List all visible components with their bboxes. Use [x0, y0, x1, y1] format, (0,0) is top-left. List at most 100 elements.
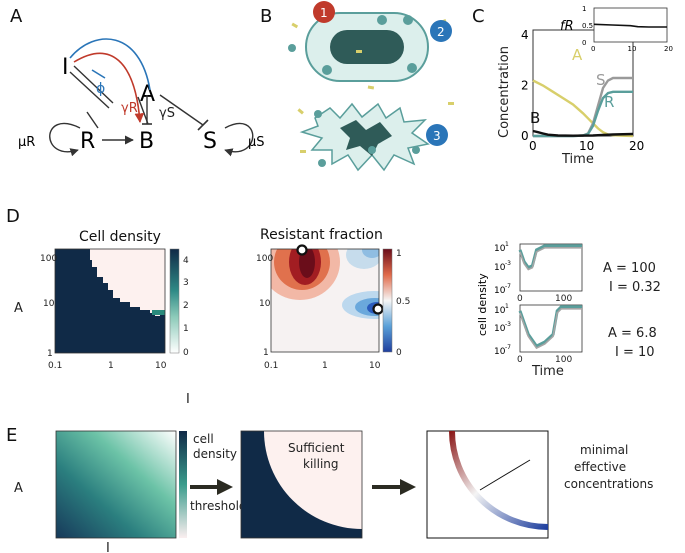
e-threshold-frame: [240, 430, 363, 539]
label-gamma-s: γS: [159, 106, 175, 121]
hm1-xtick-01: 0.1: [48, 361, 62, 371]
chart-c-xlabel: Time: [561, 152, 594, 167]
threshold-label: threshold: [190, 499, 247, 513]
e-heatmap: [56, 431, 176, 538]
node-S: S: [203, 129, 217, 154]
edge-i-r-1: [73, 65, 114, 104]
label-mu-s: μS: [248, 135, 265, 150]
node-I: I: [62, 55, 69, 80]
ts2-ytick-exp-1: 1: [505, 303, 509, 310]
loop-s: [224, 122, 254, 157]
node-R: R: [80, 129, 95, 154]
hm2-ytick-100: 100: [256, 254, 273, 264]
panel-d: D Cell density Resistant fraction 100 10…: [6, 206, 661, 407]
heatmap-2-field: [271, 249, 379, 352]
label-phi: ϕ: [96, 81, 105, 97]
panel-label-b: B: [260, 6, 272, 27]
edge-i-r-2: [69, 71, 110, 109]
heatmap-ylabel: A: [14, 301, 23, 316]
inset-ytick: 1: [582, 5, 586, 13]
loop-r: [49, 122, 81, 157]
edge-i-b-red: [73, 52, 145, 123]
e-cbar-label-1: cell: [193, 432, 214, 446]
chart-c-ylabel: Concentration: [497, 46, 512, 138]
mec-pointer: [479, 459, 531, 491]
ts-line-sensitive: [519, 307, 582, 350]
heatmap-2-title: Resistant fraction: [260, 227, 383, 243]
cb2-tick-05: 0.5: [396, 297, 410, 307]
series-label-s: S: [596, 71, 606, 89]
badge-3-text: 3: [433, 129, 441, 143]
badge-2-text: 2: [437, 25, 445, 39]
enzyme-icon: [288, 44, 296, 52]
series-line-b: [532, 129, 634, 137]
ts2-annotation-a: A = 6.8: [608, 326, 657, 341]
e-threshold-map: [241, 431, 362, 538]
panel-label-e: E: [6, 425, 17, 446]
ts1-ytick-exp-3: -7: [505, 283, 511, 290]
chart-c-ytick: 2: [521, 79, 529, 93]
hm1-xtick-10: 10: [155, 361, 167, 371]
enzyme-icon: [412, 146, 420, 154]
e-mec-frame: [426, 430, 549, 539]
hm1-ytick-1: 1: [47, 349, 53, 359]
hm2-ytick-1: 1: [263, 348, 269, 358]
edge-a-s: [159, 94, 204, 126]
mec-label-3: concentrations: [564, 477, 653, 491]
inset-xtick: 10: [628, 45, 637, 53]
enzyme-icon: [322, 65, 332, 75]
heatmap-2-frame: [270, 248, 380, 353]
hm2-xtick-1: 1: [322, 361, 328, 371]
ts-ylabel: cell density: [476, 273, 489, 336]
e-cbar-label-2: density: [193, 447, 237, 461]
ts2-xtick-100: 100: [555, 355, 572, 365]
edge-r-stub: [86, 111, 99, 129]
badge-2: [430, 20, 452, 42]
cb1-tick-4: 4: [183, 256, 189, 266]
ts-xlabel: Time: [531, 364, 564, 379]
ts2-annotation-i: I = 10: [615, 345, 655, 360]
ts1-xtick-0: 0: [517, 294, 523, 304]
ts2-ytick-exp-2: -3: [505, 321, 511, 328]
inset-xtick: 20: [664, 45, 673, 53]
cb2-tick-1: 1: [396, 249, 402, 259]
enzyme-icon: [403, 15, 413, 25]
ts2-ytick-exp-3: -7: [505, 344, 511, 351]
marker-a100-i032[interactable]: [296, 244, 308, 256]
mec-label-1: minimal: [580, 443, 628, 457]
heatmap-1-killed-region: [90, 249, 165, 316]
ts1-ytick-exp-2: -3: [505, 260, 511, 267]
marker-a68-i10[interactable]: [372, 303, 384, 315]
panel-label-d: D: [6, 206, 20, 227]
ts1-annotation-a: A = 100: [603, 261, 656, 276]
series-line-s: [533, 76, 633, 138]
inset-series-line: [593, 23, 667, 28]
ts1-ytick-base-2: 10: [494, 263, 506, 273]
e-xlabel: I: [106, 541, 110, 553]
series-label-b: B: [530, 109, 540, 127]
e-ylabel: A: [14, 481, 23, 496]
node-A: A: [140, 82, 155, 107]
heatmap-1-boundary-cell: [152, 310, 165, 315]
cb1-tick-1: 1: [183, 324, 189, 334]
inset-ytick: 0.5: [582, 22, 593, 30]
ts2-ytick-base-2: 10: [494, 324, 506, 334]
enzyme-icon: [407, 63, 417, 73]
chart-c-ytick: 4: [521, 28, 529, 42]
hm2-xtick-01: 0.1: [264, 361, 278, 371]
hm1-ytick-10: 10: [43, 299, 55, 309]
inset-xtick: 0: [591, 45, 595, 53]
ts1-frame: [519, 243, 583, 292]
hm2-xtick-10: 10: [369, 361, 381, 371]
series-label-r: R: [604, 93, 614, 111]
ts1-xtick-100: 100: [555, 294, 572, 304]
panel-b: B 1 2 3: [260, 1, 454, 172]
enzyme-icon: [368, 146, 376, 154]
hm1-xtick-1: 1: [108, 361, 114, 371]
e-heatmap-frame: [55, 430, 177, 539]
node-B: B: [139, 129, 154, 154]
edge-a-s-bar: [197, 119, 209, 131]
badge-3: [426, 124, 448, 146]
